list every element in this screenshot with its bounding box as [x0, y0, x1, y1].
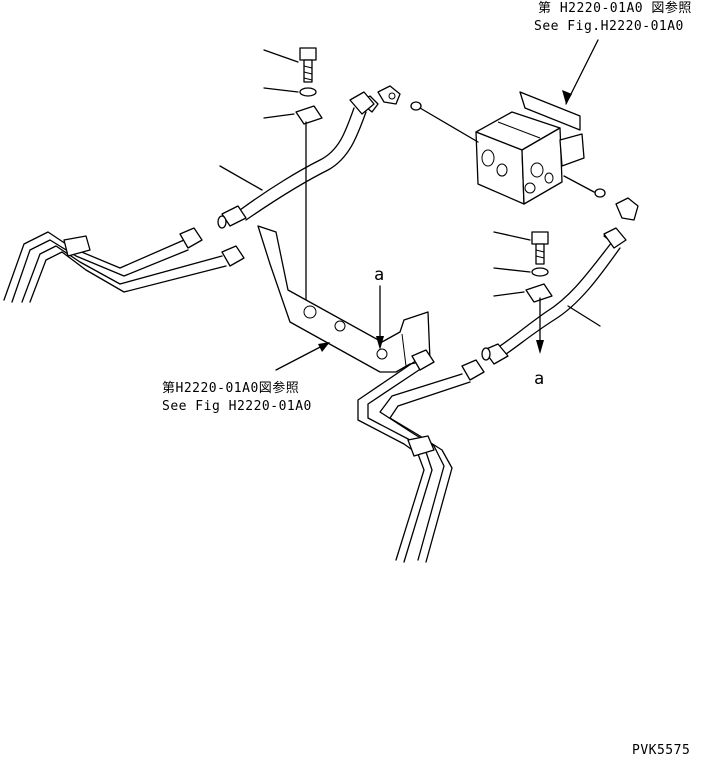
hose-icon — [481, 227, 627, 365]
elbow-fitting-icon — [615, 197, 639, 221]
tube-icon — [3, 227, 245, 303]
valve-block-icon — [475, 91, 585, 205]
marker-a-upper: a — [374, 265, 384, 285]
bolt-icon — [299, 47, 317, 83]
washer-icon — [531, 267, 549, 277]
drawing-code: PVK5575 — [632, 743, 690, 758]
ref-label-top-jp: 第 H2220-01A0 図参照 — [538, 0, 692, 16]
ref-label-middle-jp: 第H2220-01A0図参照 — [162, 380, 299, 396]
hose-icon — [217, 91, 375, 229]
ref-label-middle-en: See Fig H2220-01A0 — [162, 399, 312, 414]
bracket-icon — [257, 225, 431, 373]
tube-icon — [357, 349, 485, 563]
ref-label-top-en: See Fig.H2220-01A0 — [534, 19, 684, 34]
o-ring-icon — [594, 188, 606, 198]
marker-a-lower: a — [534, 369, 544, 389]
bolt-icon — [531, 231, 549, 265]
clamp-icon — [295, 105, 323, 125]
washer-icon — [299, 87, 317, 97]
clamp-icon — [525, 283, 553, 303]
